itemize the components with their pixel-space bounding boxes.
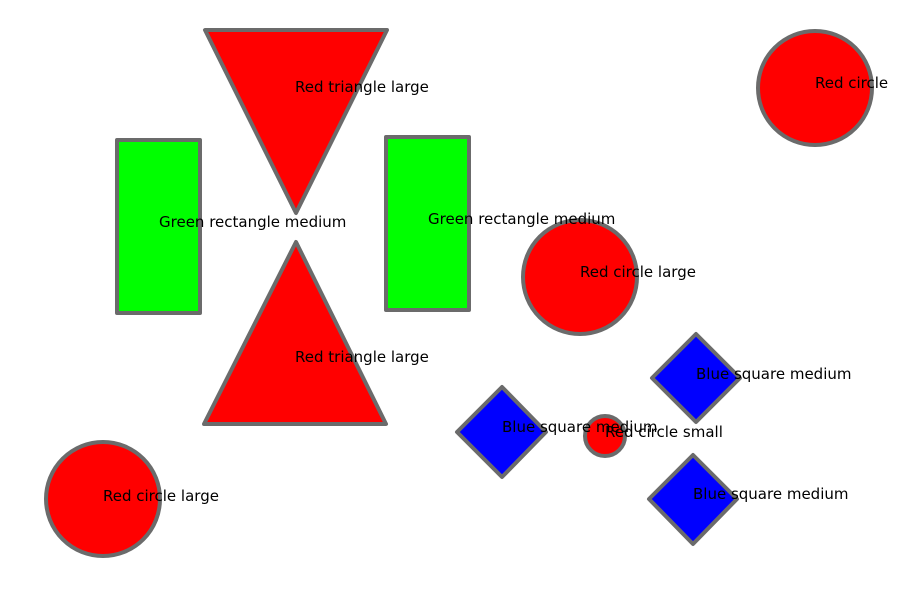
red-circle-mid [521,218,639,336]
label-triangle-top: Red triangle large [295,78,429,96]
red-circle-top-right [756,29,874,147]
red-triangle-bottom [202,240,388,426]
green-rectangle-right [384,135,471,312]
red-circle-small [583,414,627,458]
blue-diamond-left [455,385,548,479]
label-rectangle-right: Green rectangle medium [428,210,615,228]
label-triangle-bottom: Red triangle large [295,348,429,366]
label-circle-mid: Red circle large [580,263,696,281]
label-diamond-left: Blue square medium [502,418,657,436]
blue-diamond-lower-right [647,453,739,546]
red-triangle-top [203,28,389,215]
green-rectangle-left [115,138,202,315]
label-rectangle-left: Green rectangle medium [159,213,346,231]
label-circle-bottom-left: Red circle large [103,487,219,505]
label-diamond-upper-right: Blue square medium [696,365,851,383]
label-circle-small: Red circle small [605,423,723,441]
label-circle-top-right: Red circle [815,74,888,92]
red-circle-bottom-left [44,440,162,558]
label-diamond-lower-right: Blue square medium [693,485,848,503]
blue-diamond-upper-right [650,332,742,424]
